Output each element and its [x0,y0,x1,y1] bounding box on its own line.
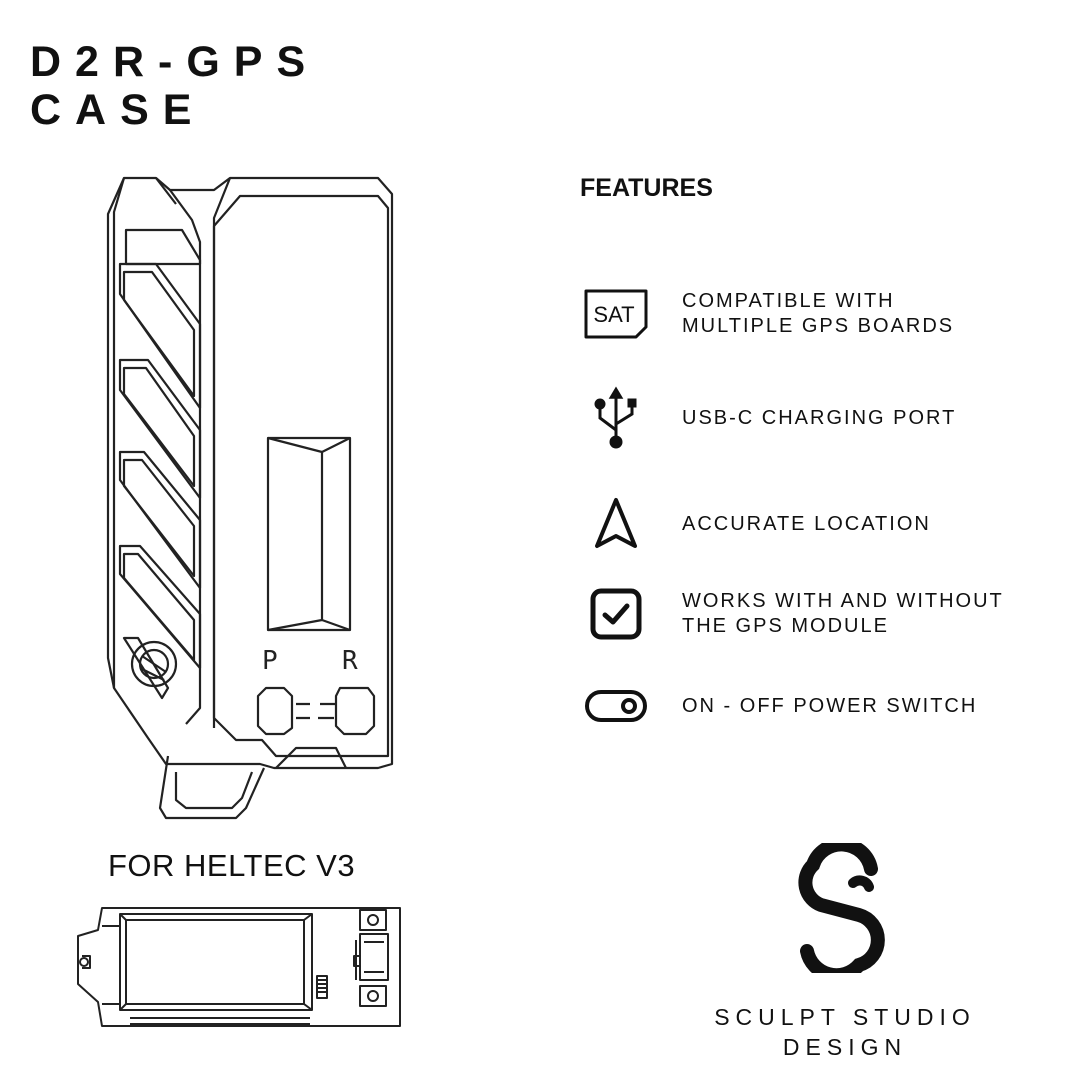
feature-label: ON - OFF POWER SWITCH [682,694,978,717]
board-caption: FOR HELTEC V3 [108,848,356,883]
feature-item-location: ACCURATE LOCATION [576,494,1056,554]
navigation-arrow-icon [576,494,656,554]
case-drawing [106,176,394,820]
toggle-switch-icon [576,676,656,736]
sat-badge-text: SAT [593,302,634,327]
feature-item-module: WORKS WITH AND WITHOUT THE GPS MODULE [576,584,1056,644]
feature-label: COMPATIBLE WITH MULTIPLE GPS BOARDS [682,290,955,337]
feature-label: WORKS WITH AND WITHOUT THE GPS MODULE [682,590,1004,637]
checkbox-checked-icon [576,584,656,644]
board-drawing [77,907,401,1027]
sculpt-studio-logo-icon [798,843,885,973]
feature-item-gps-boards: SAT COMPATIBLE WITH MULTIPLE GPS BOARDS [576,284,1056,344]
feature-label: ACCURATE LOCATION [682,512,931,535]
feature-item-switch: ON - OFF POWER SWITCH [576,676,1056,736]
features-heading: FEATURES [580,174,713,202]
brand-line-2: DESIGN [782,1034,908,1060]
case-button-label-p: P [262,646,278,676]
feature-label: USB-C CHARGING PORT [682,406,957,429]
brand-line-1: SCULPT STUDIO [714,1004,976,1030]
title-line-2: CASE [30,86,206,134]
page-title: D2R-GPS CASE [30,38,319,134]
usb-icon [576,386,656,449]
case-button-label-r: R [342,646,358,676]
brand-name: SCULPT STUDIO DESIGN [690,1002,1000,1062]
title-line-1: D2R-GPS [30,38,320,86]
feature-item-usb: USB-C CHARGING PORT [576,386,1056,449]
sat-badge-icon: SAT [576,284,656,344]
